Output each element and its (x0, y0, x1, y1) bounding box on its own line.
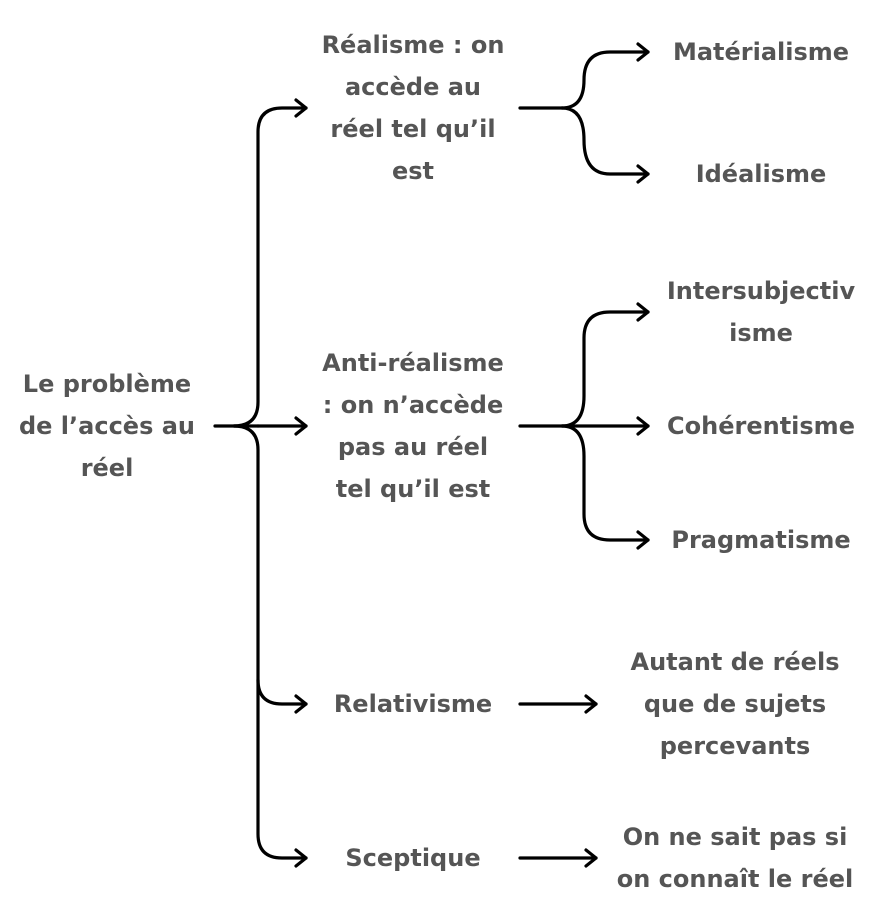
realisme-node: Réalisme : on accède au réel tel qu’il e… (308, 24, 518, 192)
main-trunk-lower (232, 424, 308, 860)
fork-anti-lower (560, 424, 650, 542)
realisme-line-4: est (391, 157, 435, 185)
intersubjectivisme-line-1: Intersubjectiv (666, 277, 856, 305)
anti-realisme-line-3: pas au réel (337, 433, 489, 461)
fork-realisme-upper (560, 50, 650, 110)
main-trunk (232, 106, 308, 428)
idealisme-line-1: Idéalisme (695, 160, 827, 188)
arrowhead-on-ne-sait (584, 848, 598, 868)
arrowhead-coherentisme (636, 416, 650, 436)
anti-realisme-line-1: Anti-réalisme (322, 349, 504, 377)
arrowhead-anti-realisme (294, 416, 308, 436)
realisme-line-3: réel tel qu’il (330, 115, 496, 143)
on-ne-sait-line-2: on connaît le réel (616, 865, 854, 893)
on-ne-sait-line-1: On ne sait pas si (622, 823, 848, 851)
pragmatisme-node: Pragmatisme (652, 519, 870, 561)
arrowhead-idealisme (636, 164, 650, 184)
autant-line-3: percevants (659, 732, 811, 760)
root-node: Le problème de l’accès au réel (2, 363, 212, 489)
root-line-2: de l’accès au (18, 412, 195, 440)
autant-line-2: que de sujets (643, 690, 827, 718)
arrowhead-intersubjectivisme (636, 302, 650, 322)
pragmatisme-line-1: Pragmatisme (671, 526, 851, 554)
fork-anti-upper (560, 310, 650, 428)
arrowhead-relativisme (294, 694, 308, 714)
intersubjectivisme-line-2: isme (729, 319, 793, 347)
materialisme-node: Matérialisme (652, 31, 870, 73)
root-line-1: Le problème (22, 370, 192, 398)
arrow-to-relativisme (256, 678, 308, 706)
arrowhead-autant (584, 694, 598, 714)
intersubjectivisme-node: Intersubjectiv isme (652, 270, 870, 354)
autant-line-1: Autant de réels (630, 648, 840, 676)
arrowhead-materialisme (636, 42, 650, 62)
arrowhead-realisme (294, 98, 308, 118)
anti-realisme-node: Anti-réalisme : on n’accède pas au réel … (308, 342, 518, 510)
on-ne-sait-node: On ne sait pas si on connaît le réel (600, 816, 870, 900)
anti-realisme-line-2: : on n’accède (322, 391, 504, 419)
relativisme-node: Relativisme (308, 683, 518, 725)
anti-realisme-line-4: tel qu’il est (335, 475, 491, 503)
autant-node: Autant de réels que de sujets percevants (600, 641, 870, 767)
materialisme-line-1: Matérialisme (672, 38, 850, 66)
realisme-line-2: accède au (344, 73, 482, 101)
coherentisme-line-1: Cohérentisme (667, 412, 855, 440)
sceptique-line-1: Sceptique (345, 844, 481, 872)
relativisme-line-1: Relativisme (333, 690, 493, 718)
realisme-line-1: Réalisme : on (321, 31, 505, 59)
idealisme-node: Idéalisme (652, 153, 870, 195)
sceptique-node: Sceptique (308, 837, 518, 879)
coherentisme-node: Cohérentisme (652, 405, 870, 447)
fork-realisme-lower (560, 106, 650, 176)
arrowhead-sceptique (294, 848, 308, 868)
arrowhead-pragmatisme (636, 530, 650, 550)
root-line-3: réel (80, 454, 134, 482)
